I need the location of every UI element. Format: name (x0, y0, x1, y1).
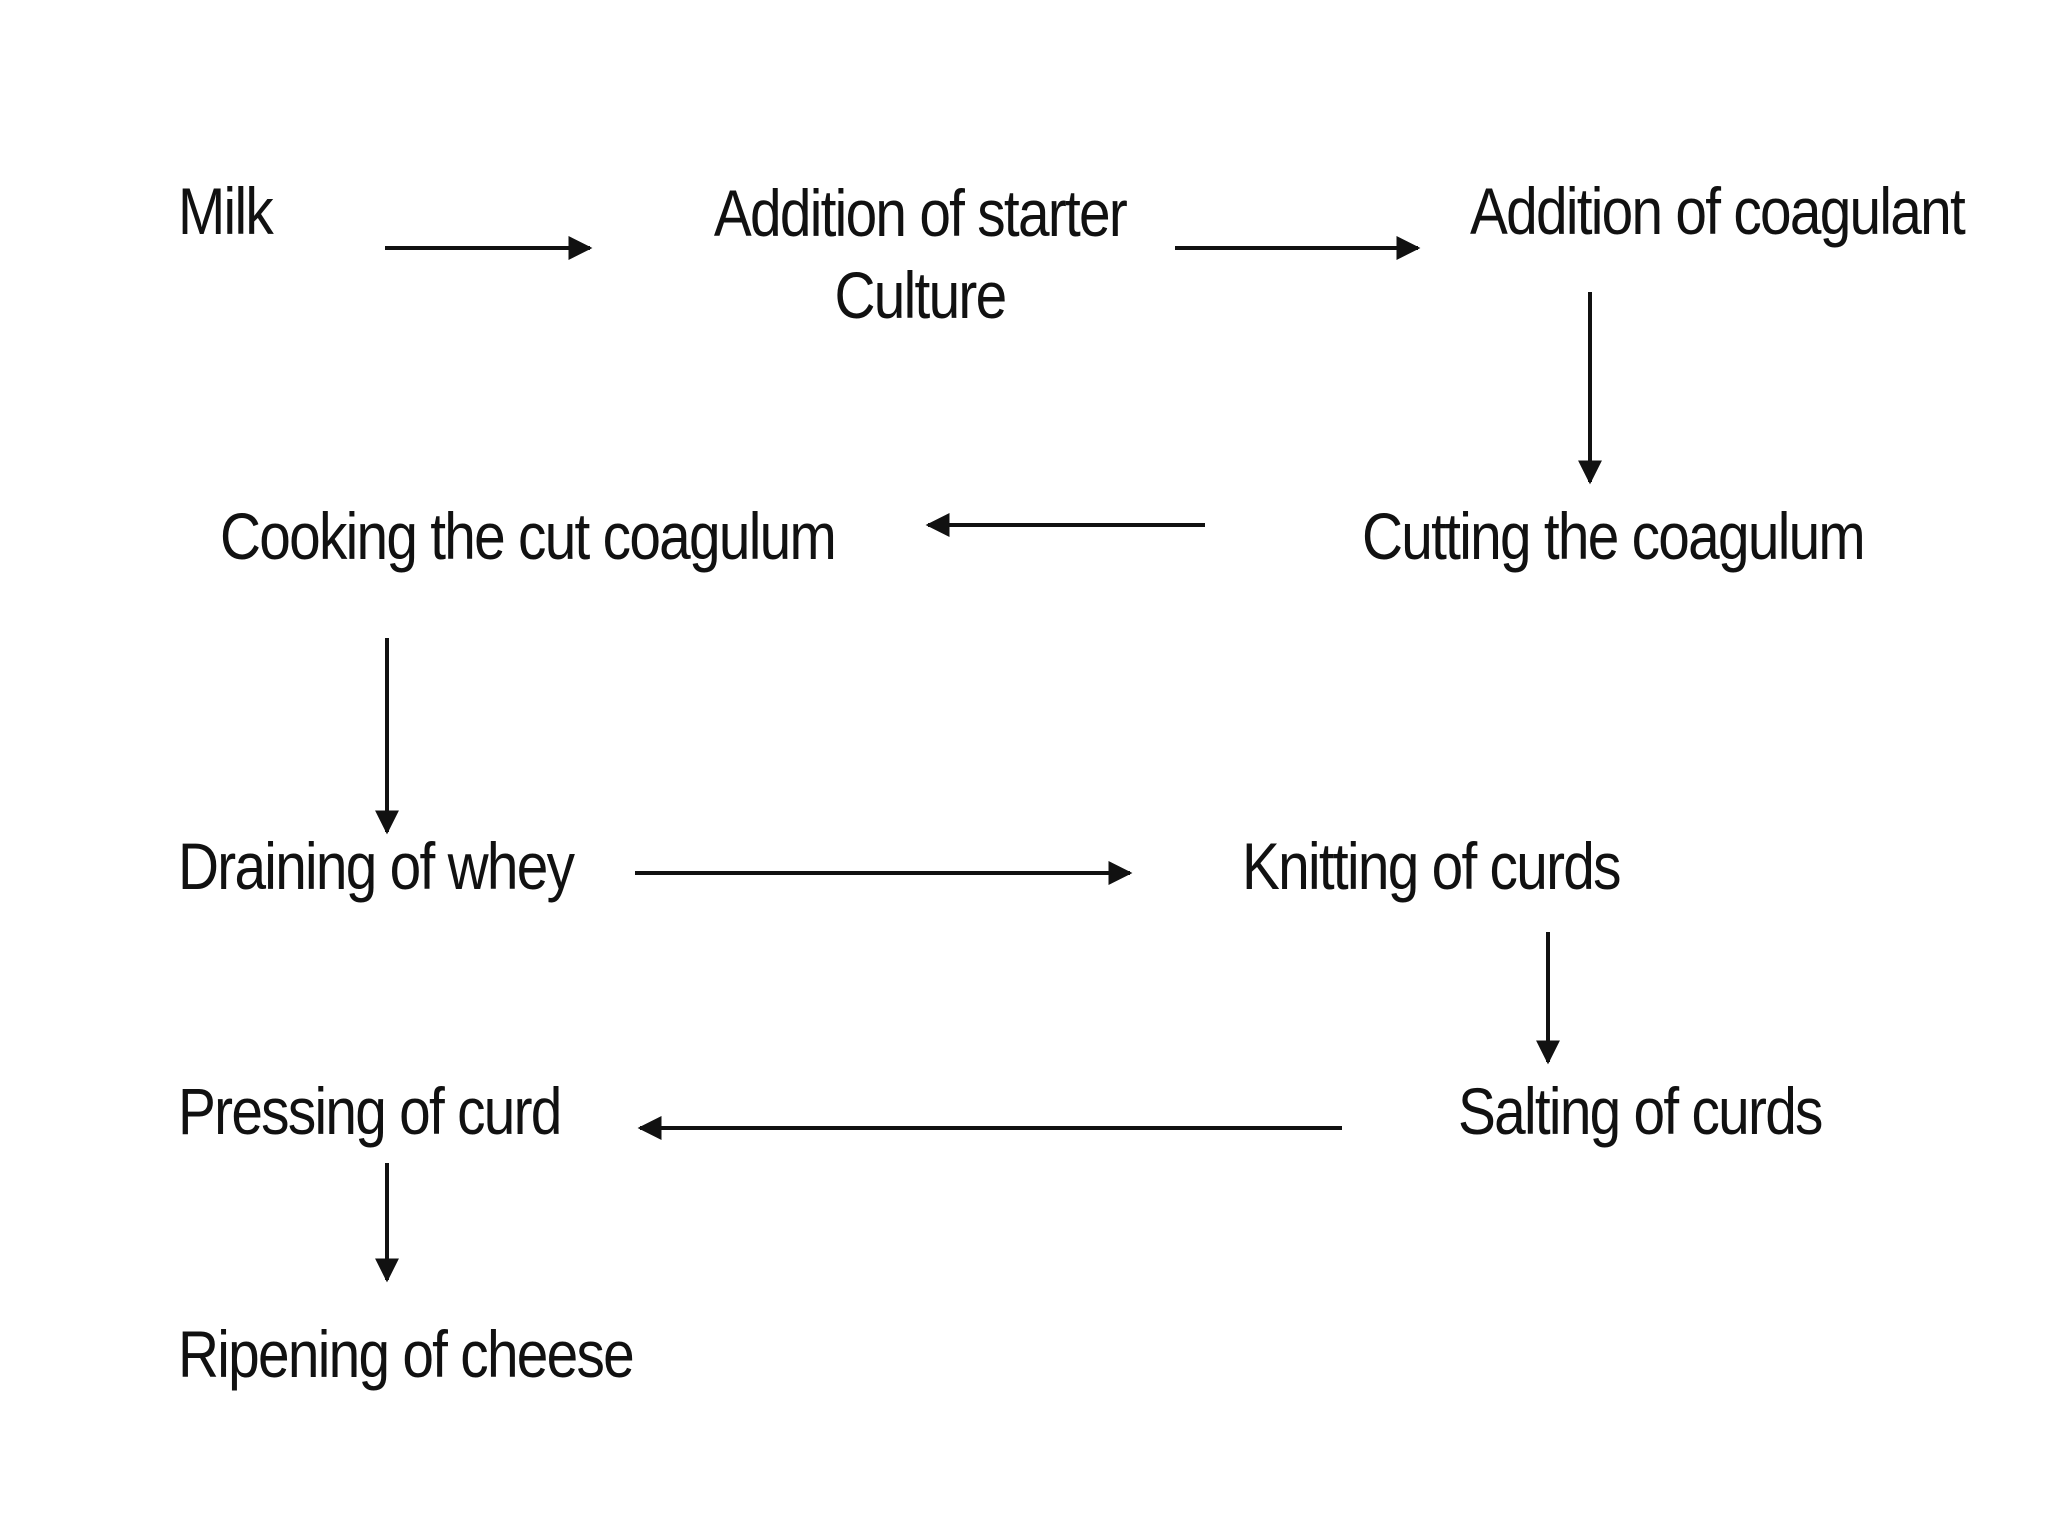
step-label: Draining of whey (178, 829, 575, 903)
step-label: Salting of curds (1458, 1074, 1823, 1148)
step-milk: Milk (178, 170, 274, 252)
step-add-coagulant: Addition of coagulant (1470, 170, 1966, 252)
step-salting-curds: Salting of curds (1458, 1070, 1823, 1152)
step-label: Milk (178, 174, 274, 248)
step-add-starter: Addition of starter Culture (713, 172, 1128, 336)
step-label: Addition of coagulant (1470, 174, 1966, 248)
step-knitting-curds: Knitting of curds (1242, 825, 1621, 907)
step-label-line2: Culture (834, 258, 1008, 332)
step-label: Knitting of curds (1242, 829, 1621, 903)
step-ripening-cheese: Ripening of cheese (178, 1313, 635, 1395)
step-cutting-coagulum: Cutting the coagulum (1362, 495, 1866, 577)
step-label: Pressing of curd (178, 1074, 562, 1148)
step-draining-whey: Draining of whey (178, 825, 575, 907)
step-label: Cooking the cut coagulum (220, 499, 837, 573)
step-label: Cutting the coagulum (1362, 499, 1866, 573)
step-label: Addition of starter (713, 176, 1128, 250)
step-label: Ripening of cheese (178, 1317, 635, 1391)
step-cooking-coagulum: Cooking the cut coagulum (220, 495, 837, 577)
step-pressing-curd: Pressing of curd (178, 1070, 562, 1152)
